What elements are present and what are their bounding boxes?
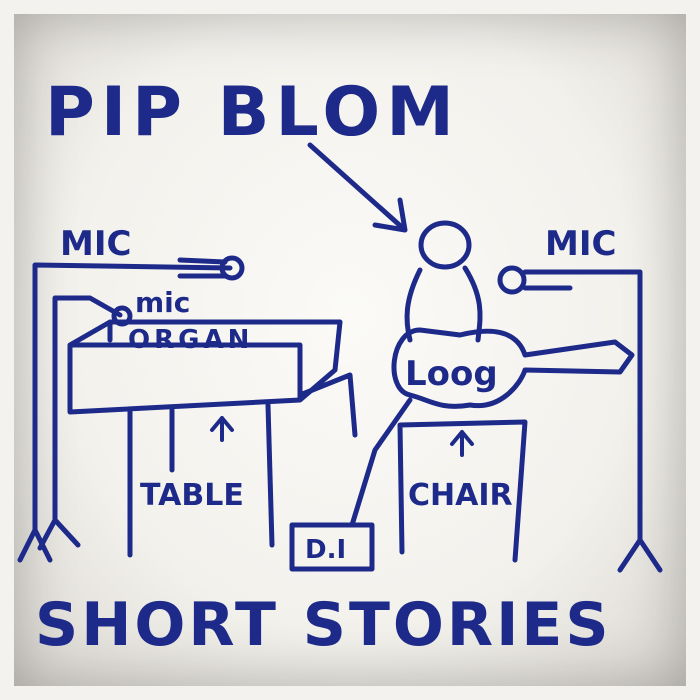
band-name-part: PIP BLOM	[45, 73, 460, 152]
mic-right-label: MIC	[545, 224, 616, 264]
album-title: SHORT STORIES	[35, 590, 612, 660]
organ-label: ORGAN	[128, 325, 253, 355]
left-mic-body	[177, 257, 228, 279]
organ-drawing	[67, 319, 343, 415]
organ-mic-stand	[37, 295, 123, 551]
guitar-cable	[349, 397, 413, 528]
chair-drawing	[397, 419, 528, 563]
right-mic-stand	[522, 269, 663, 573]
mic-small-label: mic	[135, 286, 190, 319]
guitar-drawing	[391, 327, 635, 409]
table-legs	[127, 372, 358, 558]
table-arrow	[210, 416, 234, 442]
chair-arrow	[450, 430, 474, 457]
table-label: TABLE	[140, 478, 244, 513]
right-mic	[497, 265, 527, 295]
mic-left-label: MIC	[60, 224, 131, 264]
arrow-to-performer	[307, 142, 408, 233]
di-label: D.I	[305, 535, 346, 565]
guitar-label: Loog	[405, 354, 498, 394]
performer-head	[418, 220, 472, 270]
chair-label: CHAIR	[408, 478, 513, 513]
di-box	[289, 522, 375, 572]
left-mic	[219, 255, 245, 281]
